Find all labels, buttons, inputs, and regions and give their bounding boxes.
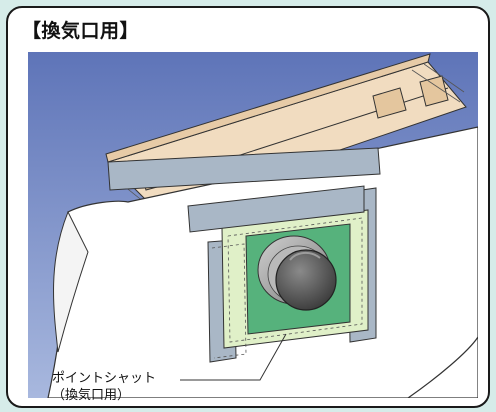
callout-label: ポイントシャット （換気口用）	[52, 370, 156, 404]
illustration-frame: 【換気口用】	[6, 6, 490, 408]
top-bar	[107, 147, 381, 191]
wall-curl	[53, 210, 89, 353]
vent-illustration	[28, 52, 478, 398]
callout-line-2: （換気口用）	[52, 388, 131, 403]
vent-cap	[275, 249, 337, 311]
cross-band	[187, 185, 365, 233]
callout-line-1: ポイントシャット	[52, 371, 157, 386]
title: 【換気口用】	[22, 20, 140, 42]
roof-beam-top	[105, 53, 431, 163]
callout-leader	[180, 333, 287, 381]
